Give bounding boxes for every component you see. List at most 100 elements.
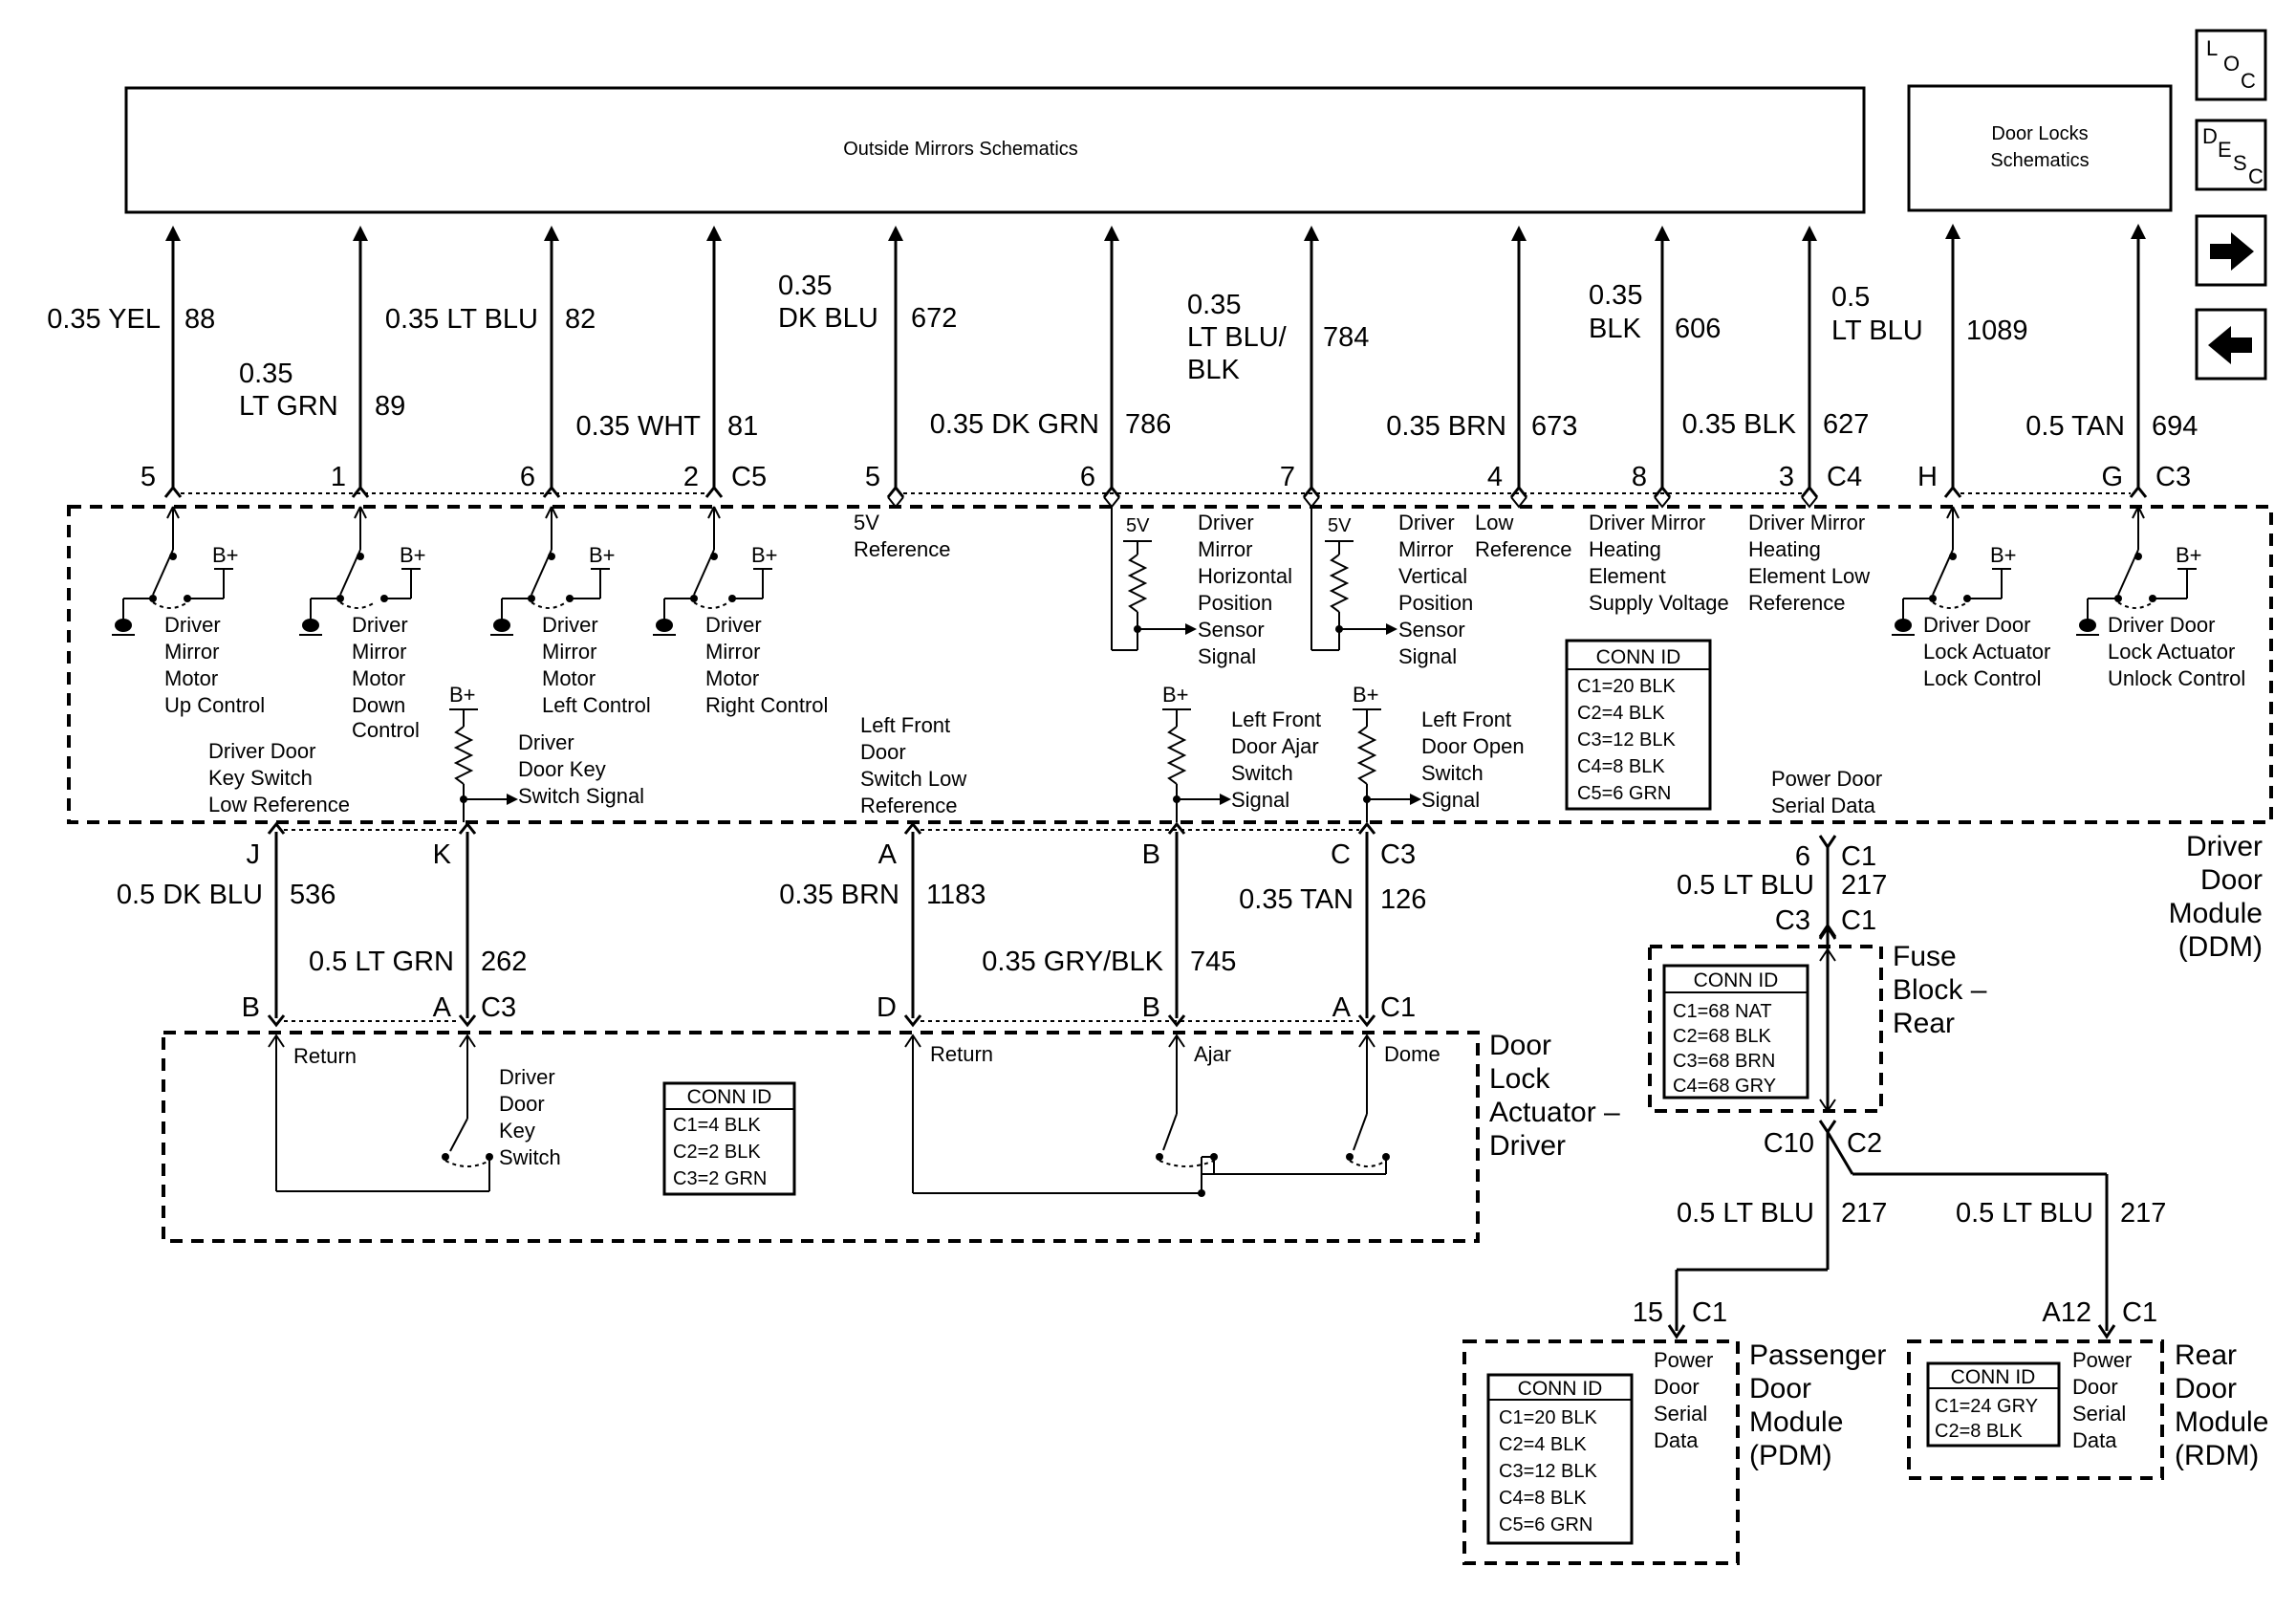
heat-low-label-4: Reference	[1748, 591, 1846, 615]
lock-ctrl-label-1: Driver Door	[1923, 613, 2030, 637]
pdm-conn-id-table	[1486, 1373, 1634, 1545]
wire-color-672-2: DK BLU	[778, 303, 878, 334]
pdm-conn-1: C1=20 BLK	[1499, 1407, 1598, 1428]
mid-color-536: 0.5 DK BLU	[117, 880, 263, 910]
ddm-box[interactable]	[67, 505, 2273, 824]
ddm-conn-4: C4=8 BLK	[1577, 756, 1665, 777]
prev-page-button[interactable]	[2195, 308, 2267, 381]
open-switch-pullup	[1353, 708, 1421, 822]
lf-ajar-2: Door Ajar	[1231, 734, 1319, 758]
dla-return-1: Return	[293, 1044, 357, 1068]
outside-mirrors-box[interactable]	[124, 86, 1866, 214]
heat-supply-label-4: Supply Voltage	[1589, 591, 1729, 615]
mid-pin-bot-1183: D	[877, 992, 897, 1023]
fuse-block-box[interactable]	[1648, 945, 1883, 1113]
dla-key-4: Switch	[499, 1145, 561, 1169]
low-ref-label-1: Low	[1475, 511, 1513, 534]
bplus-ajar: B+	[1162, 683, 1189, 707]
branch-wires	[1667, 1120, 2116, 1339]
lf-open-1: Left Front	[1421, 708, 1511, 731]
pdm-conn-2: C2=4 BLK	[1499, 1434, 1587, 1455]
wire-color-786: 0.35 DK GRN	[930, 409, 1099, 440]
mirror-right-switch	[653, 506, 772, 636]
wire-circuit-627: 627	[1823, 409, 1869, 440]
ddm-name-4: (DDM)	[2178, 931, 2263, 963]
wire-circuit-89: 89	[375, 391, 405, 422]
rdm-box[interactable]	[1907, 1339, 2164, 1480]
unlock-ctrl-label-3: Unlock Control	[2108, 666, 2245, 690]
desc-letter-e: E	[2218, 138, 2232, 162]
lf-open-3: Switch	[1421, 761, 1484, 785]
rdm-name-3: Module	[2175, 1406, 2268, 1438]
conn-c3-top: C3	[2155, 462, 2191, 492]
lf-ajar-3: Switch	[1231, 761, 1293, 785]
mid-wires	[267, 821, 1376, 1028]
dla-conn-2: C2=2 BLK	[673, 1142, 761, 1163]
mid-color-745: 0.35 GRY/BLK	[982, 947, 1163, 977]
door-locks-box[interactable]	[1907, 84, 2173, 212]
mid-pin-bot-126: A	[1332, 992, 1352, 1023]
dla-name-2: Lock	[1489, 1063, 1550, 1095]
wire-color-784-3: BLK	[1187, 355, 1240, 385]
serial-label-1: Power Door	[1771, 767, 1882, 791]
wire-color-784-2: LT BLU/	[1187, 322, 1288, 353]
desc-letter-s: S	[2233, 151, 2247, 175]
pdm-conn-3: C3=12 BLK	[1499, 1461, 1598, 1482]
next-page-button[interactable]	[2195, 214, 2267, 287]
lock-control-switch	[1892, 506, 2011, 636]
top-wire-673	[1511, 226, 1527, 490]
vert-label-2: Mirror	[1398, 537, 1453, 561]
top-wire-786	[1104, 226, 1119, 490]
pdm-name-1: Passenger	[1749, 1339, 1886, 1371]
ref-5v-label-1: 5V	[854, 511, 879, 534]
ddm-conn-3: C3=12 BLK	[1577, 729, 1677, 751]
loc-button[interactable]: L O C	[2195, 29, 2267, 101]
desc-button[interactable]: D E S C	[2195, 119, 2267, 191]
fuse-block-name-2: Block –	[1893, 974, 1987, 1006]
fb-out-right: C2	[1847, 1128, 1882, 1159]
mid-conn-bot-left: C3	[481, 992, 516, 1023]
horiz-label-1: Driver	[1198, 511, 1254, 534]
dla-name-3: Actuator –	[1489, 1097, 1620, 1128]
wire-color-606-1: 0.35	[1589, 280, 1642, 311]
wire-color-81: 0.35 WHT	[575, 411, 701, 442]
top-wire-627	[1802, 226, 1817, 490]
wire-color-672-1: 0.35	[778, 271, 832, 301]
mid-circuit-1183: 1183	[926, 880, 986, 910]
ajar-switch-pullup	[1162, 708, 1231, 822]
serial-conn: C1	[1841, 841, 1876, 872]
wire-color-1089-1: 0.5	[1831, 282, 1870, 313]
loc-letter-o: O	[2223, 52, 2240, 76]
ddm-conn-id-table	[1565, 639, 1712, 811]
pin-1089: H	[1917, 462, 1938, 492]
branch-circuit-1: 217	[1841, 1198, 1887, 1229]
wire-color-606-2: BLK	[1589, 314, 1641, 344]
dla-key-3: Key	[499, 1119, 535, 1143]
serial-circuit: 217	[1841, 870, 1887, 901]
wire-circuit-672: 672	[911, 303, 957, 334]
pdm-pin: 15	[1633, 1297, 1663, 1328]
heat-low-label-1: Driver Mirror	[1748, 511, 1865, 534]
key-low-ref-3: Low Reference	[208, 793, 350, 816]
wire-circuit-673: 673	[1531, 411, 1577, 442]
wire-color-694: 0.5 TAN	[2025, 411, 2125, 442]
pin-606: 8	[1632, 462, 1647, 492]
top-wire-784	[1304, 226, 1319, 490]
fuse-conn-title: CONN ID	[1694, 969, 1779, 991]
rdm-conn-title: CONN ID	[1951, 1366, 2036, 1388]
dla-name-4: Driver	[1489, 1130, 1566, 1162]
mirror-up-switch	[112, 506, 233, 636]
wire-circuit-786: 786	[1125, 409, 1171, 440]
heat-supply-label-3: Element	[1589, 564, 1666, 588]
pdm-box[interactable]	[1462, 1339, 1740, 1565]
down-switch-label-5: Control	[352, 718, 420, 742]
dla-key-1: Driver	[499, 1065, 555, 1089]
wire-circuit-81: 81	[727, 411, 758, 442]
top-wire-694	[2131, 224, 2146, 490]
mid-conn-top: C3	[1380, 839, 1416, 870]
vertical-position-sensor	[1303, 496, 1397, 651]
door-lock-actuator-box[interactable]	[162, 1031, 1480, 1243]
arrow-left-icon	[2208, 326, 2252, 364]
